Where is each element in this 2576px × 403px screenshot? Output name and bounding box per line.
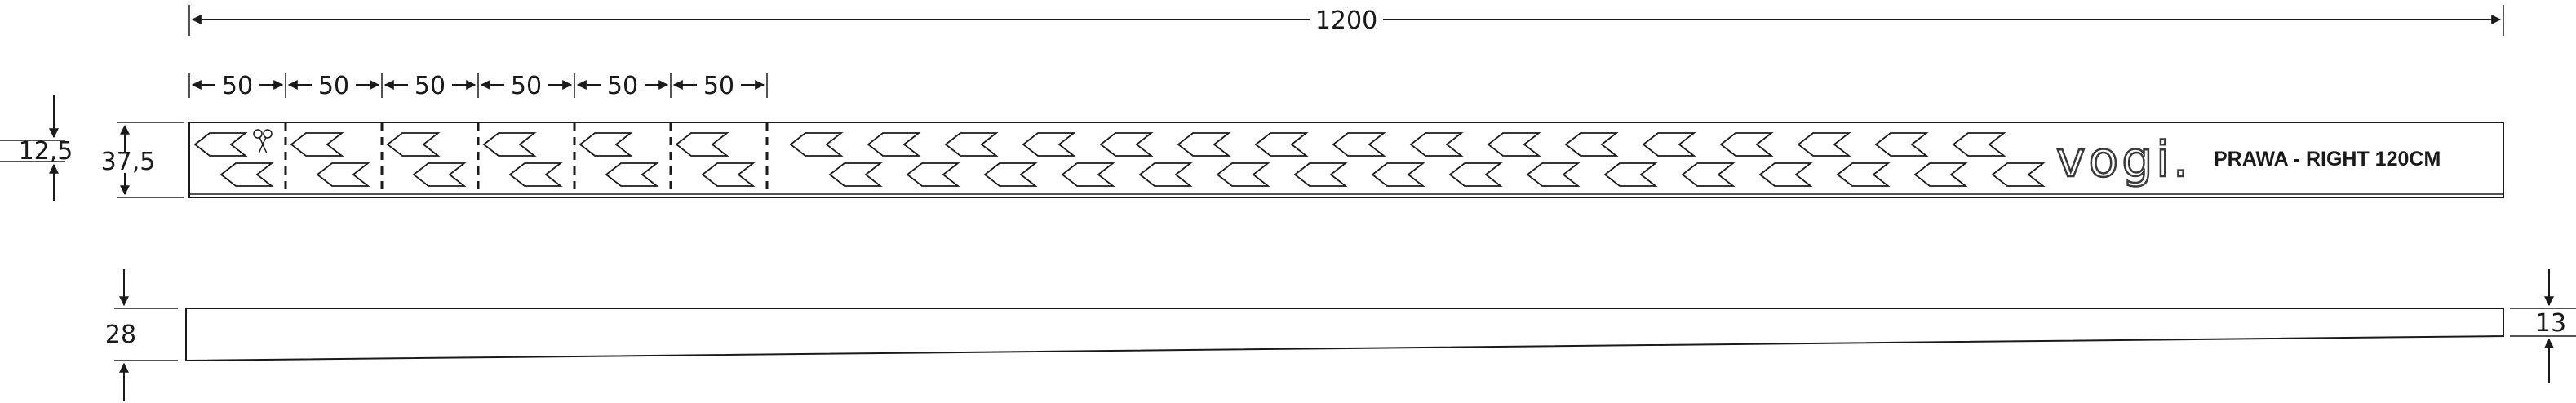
segment-dimension: 50 — [287, 72, 383, 100]
brand-logo: vogi. — [2056, 131, 2192, 188]
slot — [1409, 132, 1464, 157]
slot — [412, 162, 467, 187]
slot — [1293, 162, 1348, 187]
slot — [1526, 162, 1581, 187]
slot-spacing-label: 12,5 — [19, 137, 73, 166]
segment-length-label: 50 — [222, 72, 253, 100]
slot — [828, 162, 883, 187]
slot — [1913, 162, 1968, 187]
slot — [219, 162, 274, 187]
slot — [316, 162, 370, 187]
strip-side-label: PRAWA - RIGHT 120CM — [2214, 148, 2441, 170]
slot — [1022, 132, 1076, 157]
slot — [1177, 132, 1231, 157]
slot — [1719, 132, 1774, 157]
slot — [605, 162, 659, 187]
slot — [1758, 162, 1813, 187]
profile-left-height-label: 28 — [105, 321, 136, 349]
cut-lines — [284, 122, 769, 189]
slot — [1061, 162, 1115, 187]
segment-dimensions: 50 50 50 50 50 50 — [188, 72, 768, 100]
slot — [906, 162, 960, 187]
slot — [867, 132, 921, 157]
slot — [1991, 162, 2046, 187]
segment-length-label: 50 — [511, 72, 542, 100]
segment-dimension: 50 — [188, 72, 286, 100]
strip-height-label: 37,5 — [101, 148, 156, 176]
slot-pattern — [193, 132, 2046, 187]
segment-length-label: 50 — [703, 72, 734, 100]
segment-length-label: 50 — [318, 72, 349, 100]
drain-strip-side-profile: 28 13 — [105, 269, 2576, 401]
total-length-label: 1200 — [1315, 7, 1377, 35]
slot — [386, 132, 441, 157]
slot — [1952, 132, 2006, 157]
segment-length-label: 50 — [415, 72, 446, 100]
slot — [1216, 162, 1270, 187]
slot — [508, 162, 563, 187]
slot — [193, 132, 248, 157]
slot — [1254, 132, 1309, 157]
slot — [1874, 132, 1929, 157]
slot — [675, 132, 729, 157]
strip-height-dimensions: 12,5 37,5 — [0, 95, 184, 201]
segment-dimension: 50 — [576, 72, 672, 100]
slot — [1797, 132, 1851, 157]
slot — [1487, 132, 1541, 157]
slot — [789, 132, 844, 157]
scissors-icon — [253, 129, 273, 154]
segment-dimension: 50 — [672, 72, 768, 100]
slot — [1332, 132, 1386, 157]
slot — [701, 162, 756, 187]
slot — [482, 132, 537, 157]
segment-dimension: 50 — [384, 72, 479, 100]
total-length-dimension: 1200 — [188, 5, 2504, 36]
slot — [1603, 162, 1658, 187]
slot — [944, 132, 999, 157]
slot — [1138, 162, 1193, 187]
slot — [983, 162, 1038, 187]
slot — [1448, 162, 1503, 187]
slot — [1642, 132, 1696, 157]
segment-dimension: 50 — [480, 72, 575, 100]
slot — [579, 132, 633, 157]
slot — [1836, 162, 1891, 187]
drain-strip-top-view: vogi. PRAWA - RIGHT 120CM — [188, 122, 2504, 198]
slot — [1564, 132, 1619, 157]
profile-right-height-label: 13 — [2535, 309, 2566, 338]
slot — [290, 132, 344, 157]
slot — [1099, 132, 1154, 157]
segment-length-label: 50 — [607, 72, 638, 100]
slot — [1681, 162, 1736, 187]
slot — [1371, 162, 1425, 187]
